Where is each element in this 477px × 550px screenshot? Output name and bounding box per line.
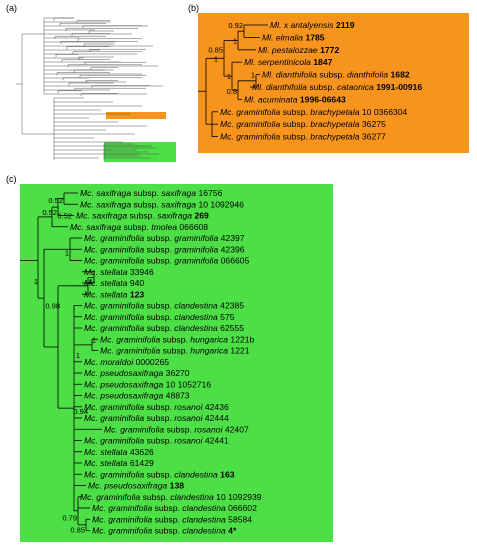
subtree-b-support-value: 1 (227, 72, 231, 81)
subtree-c-tip-label: Mc. graminifolia subsp. clandestina 163 (84, 469, 235, 479)
subtree-b-tip-label: Mc. graminifolia subsp. brachypetala 362… (220, 132, 386, 142)
subtree-b-tip-label: Ml. pestalozzae 1772 (258, 45, 339, 55)
subtree-c-tip-label: Mc. graminifolia subsp. rosanoi 42407 (104, 424, 249, 434)
subtree-c-tip-label: Mc. graminifolia subsp. rosanoi 42444 (84, 413, 229, 423)
subtree-b-tip-label: Ml. x antalyensis 2119 (270, 20, 355, 30)
subtree-c-tip-label: Mc. pseudosaxifraga 36270 (84, 368, 190, 378)
subtree-c-support-value: 1 (89, 277, 93, 286)
overview-tree-svg (16, 17, 176, 162)
subtree-c-support-value: 1 (65, 248, 69, 257)
subtree-c-tip-label: Mc. graminifolia subsp. hungarica 1221 (100, 346, 250, 356)
subtree-c-tip-label: Mc. graminifolia subsp. hungarica 1221b (100, 334, 255, 344)
subtree-b-tip-label: Ml. dianthifolia subsp. cataonica 1991-0… (252, 82, 422, 92)
subtree-c-tip-label: Mc. graminifolia subsp. clandestina 10 1… (80, 492, 262, 502)
subtree-b-support-value: 0.85 (208, 46, 223, 55)
subtree-c-tip-label: Mc. graminifolia subsp. clandestina 4* (92, 526, 237, 536)
subtree-b-tip-label: Ml. serpentinicola 1847 (244, 57, 333, 67)
subtree-c-svg: Mc. saxifraga subsp. saxifraga 16756Mc. … (20, 188, 262, 536)
subtree-c-tip-label: Mc. graminifolia subsp. graminifolia 423… (84, 244, 245, 254)
panel-label-b: (b) (188, 3, 199, 13)
subtree-c-tip-label: Mc. saxifraga subsp. saxifraga 16756 (80, 188, 223, 198)
subtree-c-support-value: 0.85 (70, 526, 85, 535)
subtree-b-tip-label: Ml. dianthifolia subsp. dianthifolia 168… (262, 70, 410, 80)
subtree-c-tip-label: Mc. graminifolia subsp. clandestina 575 (84, 312, 235, 322)
subtree-b-support-value: 0.8 (227, 87, 237, 96)
subtree-c-tip-label: Mc. pseudosaxifraga 10 1052716 (84, 379, 211, 389)
subtree-c-tip-label: Mc. pseudosaxifraga 138 (88, 481, 184, 491)
subtree-c-tip-label: Mc. graminifolia subsp. rosanoi 42436 (84, 402, 229, 412)
subtree-c-support-value: 0.52 (48, 196, 63, 205)
subtree-b-tip-label: Mc. graminifolia subsp. brachypetala 362… (220, 119, 386, 129)
subtree-c-support-value: 0.52 (42, 208, 57, 217)
subtree-c-tip-label: Mc. graminifolia subsp. graminifolia 423… (84, 233, 245, 243)
subtree-c-support-value: 1 (34, 277, 38, 286)
subtree-b-tip-label: Ml. acuminata 1996-06643 (244, 94, 346, 104)
overview-orange-highlight (106, 112, 166, 119)
subtree-c-tip-label: Mc. stellata 43626 (84, 447, 154, 457)
subtree-b-support-value: 0.92 (228, 21, 243, 30)
subtree-c-tip-label: Mc. saxifraga subsp. tmolea 066608 (70, 222, 208, 232)
subtree-c-tip-label: Mc. stellata 61429 (84, 458, 154, 468)
subtree-c-tip-label: Mc. saxifraga subsp. saxifraga 10 109294… (80, 199, 244, 209)
subtree-b-support-value: 1 (251, 71, 255, 80)
subtree-b-support-value: 1 (233, 37, 237, 46)
subtree-c-support-value: 0.98 (45, 302, 60, 311)
subtree-c-tip-label: Mc. graminifolia subsp. rosanoi 42441 (84, 436, 229, 446)
subtree-c-tip-label: Mc. graminifolia subsp. clandestina 4238… (84, 301, 244, 311)
panel-label-c: (c) (6, 174, 17, 184)
overview-branches (16, 17, 163, 160)
subtree-c-tip-label: Mc. graminifolia subsp. clandestina 6255… (84, 323, 244, 333)
overview-tree (14, 14, 182, 164)
subtree-c-tip-label: Mc. stellata 123 (84, 289, 144, 299)
subtree-c-tip-label: Mc. moraldoi 0000265 (84, 357, 169, 367)
panel-label-a: (a) (6, 3, 17, 13)
subtree-c-tip-label: Mc. stellata 33946 (84, 267, 154, 277)
subtree-c-support-value: 0.79 (62, 513, 77, 522)
subtree-c-tip-label: Mc. saxifraga subsp. saxifraga 269 (76, 211, 209, 221)
subtree-b-tip-label: Ml. elmalia 1785 (262, 32, 325, 42)
subtree-c-support-value: 0.94 (73, 407, 88, 416)
subtree-c-tip-label: Mc. graminifolia subsp. clandestina 5858… (92, 514, 252, 524)
subtree-c-support-value: 1 (92, 335, 96, 344)
subtree-c-tip-label: Mc. graminifolia subsp. clandestina 0666… (92, 503, 257, 513)
subtree-c-support-value: 1 (76, 351, 80, 360)
subtree-c-tip-label: Mc. stellata 940 (84, 278, 144, 288)
subtree-b-support-value: 1 (214, 54, 218, 63)
subtree-c-tip-label: Mc. pseudosaxifraga 48873 (84, 391, 190, 401)
subtree-b-tip-label: Mc. graminifolia subsp. brachypetala 10 … (220, 107, 408, 117)
subtree-c-tip-label: Mc. graminifolia subsp. graminifolia 066… (84, 256, 250, 266)
subtree-c-support-value: 0.52 (57, 212, 72, 221)
